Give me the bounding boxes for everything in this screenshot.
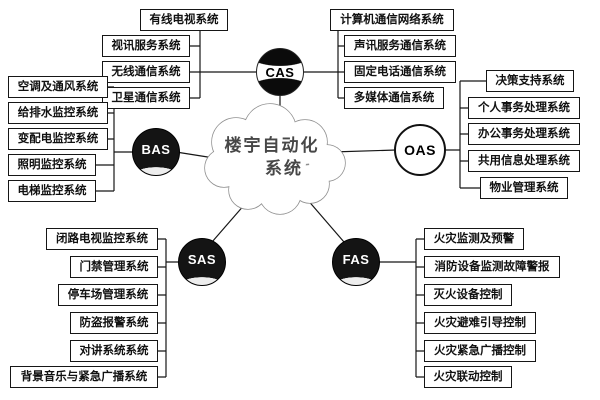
fas-item: 灭火设备控制 — [424, 284, 512, 306]
fas-item: 火灾联动控制 — [424, 366, 512, 388]
cas-left-item: 无线通信系统 — [102, 61, 190, 83]
cas-left-item: 卫星通信系统 — [102, 87, 190, 109]
bas-item: 照明监控系统 — [8, 154, 96, 176]
oas-item: 共用信息处理系统 — [468, 150, 580, 172]
bas-item: 给排水监控系统 — [8, 102, 108, 124]
cas-right-item: 计算机通信网络系统 — [330, 9, 454, 31]
cas-left-item: 视讯服务系统 — [102, 35, 190, 57]
center-title-line1: 楼宇自动化 — [224, 136, 320, 155]
fas-item: 火灾避难引导控制 — [424, 312, 536, 334]
node-sas: SAS — [178, 238, 226, 286]
oas-item: 个人事务处理系统 — [468, 97, 580, 119]
sas-item: 门禁管理系统 — [70, 256, 158, 278]
cloud-shape-fill — [205, 104, 345, 214]
bas-item: 电梯监控系统 — [8, 180, 96, 202]
cas-left-item: 有线电视系统 — [140, 9, 228, 31]
sas-item: 闭路电视监控系统 — [46, 228, 158, 250]
oas-item: 物业管理系统 — [480, 177, 568, 199]
fas-item: 火灾监测及预警 — [424, 228, 524, 250]
sas-item: 停车场管理系统 — [58, 284, 158, 306]
node-fas: FAS — [332, 238, 380, 286]
cas-right-item: 固定电话通信系统 — [344, 61, 456, 83]
center-title-line2: 系统 — [265, 159, 303, 178]
node-oas: OAS — [394, 124, 446, 176]
bas-item: 变配电监控系统 — [8, 128, 108, 150]
bas-item: 空调及通风系统 — [8, 76, 108, 98]
node-bas: BAS — [132, 128, 180, 176]
cas-right-item: 声讯服务通信系统 — [344, 35, 456, 57]
sas-item: 背景音乐与紧急广播系统 — [10, 366, 158, 388]
cas-right-item: 多媒体通信系统 — [344, 87, 444, 109]
center-title: 楼宇自动化 系统 — [202, 134, 342, 180]
oas-item: 办公事务处理系统 — [468, 123, 580, 145]
sas-item: 防盗报警系统 — [70, 312, 158, 334]
node-cas: CAS — [256, 48, 304, 96]
oas-item: 决策支持系统 — [486, 70, 574, 92]
fas-item: 消防设备监测故障警报 — [424, 256, 560, 278]
sas-item: 对讲系统系统 — [70, 340, 158, 362]
fas-item: 火灾紧急广播控制 — [424, 340, 536, 362]
